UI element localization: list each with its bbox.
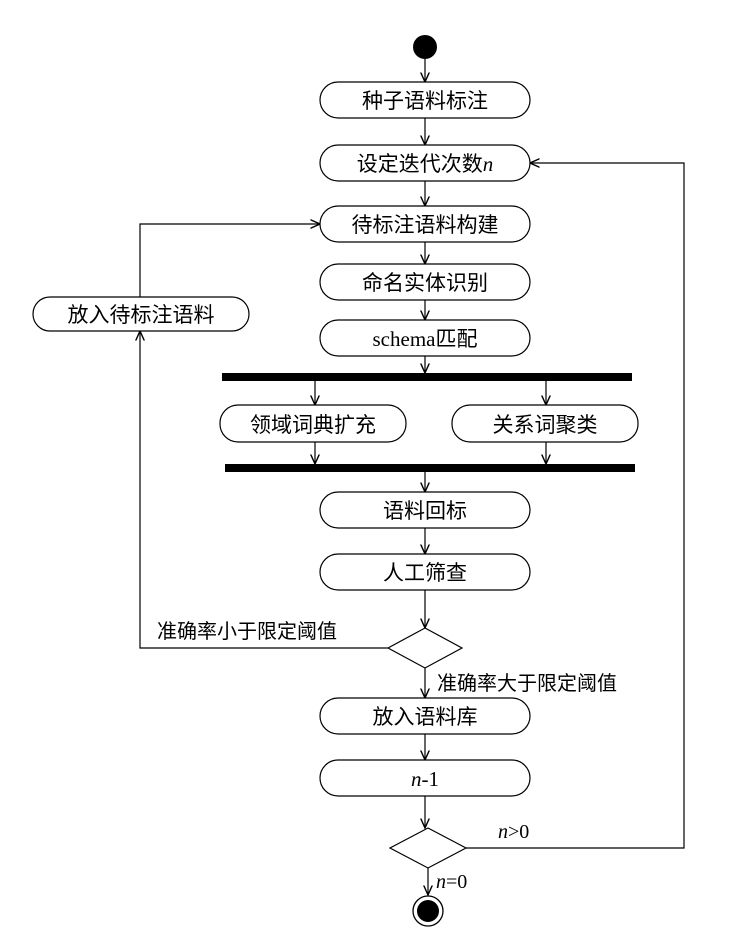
edge-n-gt-zero-loop [466, 163, 685, 849]
node-schema-match: schema匹配 [319, 319, 531, 357]
node-build-unlabeled: 待标注语料构建 [319, 205, 531, 243]
edge-below-threshold-loop [140, 331, 388, 649]
node-put-back-label: 放入待标注语料 [68, 303, 215, 327]
node-decrement-label: n-1 [411, 767, 439, 791]
end-node-inner [417, 900, 439, 922]
node-domain-dict-label: 领域词典扩充 [250, 413, 376, 437]
node-schema-match-label: schema匹配 [373, 327, 478, 351]
node-manual-screen: 人工筛查 [319, 553, 531, 591]
node-domain-dict: 领域词典扩充 [219, 404, 407, 443]
start-node [413, 35, 437, 59]
node-put-back: 放入待标注语料 [32, 296, 250, 332]
label-acc-above: 准确率大于限定阈值 [437, 672, 617, 695]
node-relation-cluster: 关系词聚类 [451, 404, 639, 443]
node-set-iterations-label: 设定迭代次数n [357, 152, 494, 176]
iteration-decision [388, 827, 468, 869]
label-acc-below: 准确率小于限定阈值 [157, 620, 337, 643]
label-n-gt-zero: n>0 [498, 821, 529, 843]
accuracy-decision [386, 627, 464, 669]
edge-putback-build [139, 224, 320, 297]
node-decrement: n-1 [319, 759, 531, 797]
node-put-corpus-label: 放入语料库 [373, 705, 478, 729]
node-ner-label: 命名实体识别 [362, 271, 488, 295]
node-seed-annotation-label: 种子语料标注 [362, 89, 488, 113]
node-relation-cluster-label: 关系词聚类 [493, 413, 598, 437]
node-corpus-relabel-label: 语料回标 [383, 499, 467, 523]
node-manual-screen-label: 人工筛查 [383, 561, 467, 585]
node-build-unlabeled-label: 待标注语料构建 [352, 213, 499, 237]
node-seed-annotation: 种子语料标注 [319, 81, 531, 119]
node-ner: 命名实体识别 [319, 263, 531, 301]
node-set-iterations: 设定迭代次数n [319, 144, 531, 182]
fork-bar [222, 373, 632, 381]
node-corpus-relabel: 语料回标 [319, 491, 531, 529]
node-put-corpus: 放入语料库 [319, 697, 531, 735]
join-bar [225, 464, 635, 472]
label-n-eq-zero: n=0 [436, 871, 467, 893]
